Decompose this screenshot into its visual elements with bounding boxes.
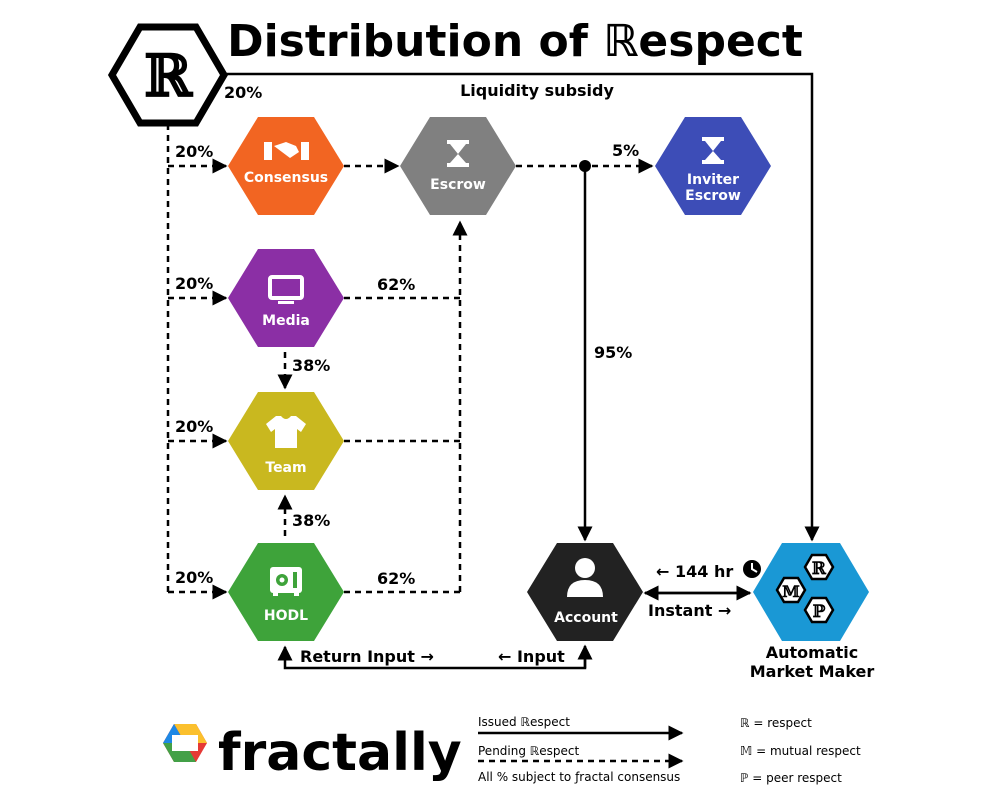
- escrow-label: Escrow: [430, 177, 486, 193]
- team-node: Team: [228, 392, 344, 490]
- legend-m-key: 𝕄 = mutual respect: [740, 744, 861, 758]
- inviter-escrow-node: Inviter Escrow: [655, 117, 771, 215]
- legend-p-key: ℙ = peer respect: [740, 771, 842, 785]
- amm-label-2: Market Maker: [750, 662, 875, 681]
- clock-icon: [743, 560, 761, 578]
- page-title: Distribution of ℝespect: [227, 16, 803, 67]
- amm-label-1: Automatic: [766, 643, 859, 662]
- legend-r-key: ℝ = respect: [740, 716, 812, 730]
- amm-m-glyph: 𝕄: [782, 582, 800, 601]
- consensus-label: Consensus: [244, 170, 328, 186]
- brand-name: fractally: [218, 723, 462, 783]
- tshirt-icon: [266, 416, 306, 448]
- consensus-node: Consensus: [228, 117, 344, 215]
- label-input: ← Input: [498, 647, 565, 666]
- team-label: Team: [265, 460, 306, 476]
- hourglass-icon: [447, 140, 469, 167]
- solid-edges: [224, 72, 820, 670]
- monitor-icon: [268, 275, 304, 304]
- inviter-label-1: Inviter: [687, 172, 739, 188]
- safe-icon: [270, 567, 302, 596]
- dashed-edges: [166, 124, 654, 600]
- inviter-label-2: Escrow: [685, 188, 741, 204]
- media-label: Media: [262, 313, 310, 329]
- hodl-node: HODL: [228, 543, 344, 641]
- liquidity-subsidy-edge: [224, 72, 820, 542]
- label-team-20: 20%: [175, 417, 213, 436]
- label-144-hr: ← 144 hr: [656, 562, 733, 581]
- label-hodl-62: 62%: [377, 569, 415, 588]
- user-icon: [567, 558, 603, 597]
- legend-issued: Issued ℝespect: [478, 715, 570, 729]
- fractally-logo: [163, 724, 207, 762]
- respect-glyph: ℝ: [144, 42, 194, 110]
- amm-p-glyph: ℙ: [813, 602, 826, 622]
- amm-node: ℝ 𝕄 ℙ Automatic Market Maker: [750, 543, 875, 681]
- escrow-node: Escrow: [400, 117, 516, 215]
- handshake-icon: [264, 142, 309, 160]
- hodl-label: HODL: [264, 608, 308, 624]
- junction-dot: [579, 160, 591, 172]
- label-account-95: 95%: [594, 343, 632, 362]
- account-node: Account: [527, 543, 643, 641]
- label-hodl-team-38: 38%: [292, 511, 330, 530]
- label-return-input: Return Input →: [300, 647, 434, 666]
- label-media-62: 62%: [377, 275, 415, 294]
- label-media-20: 20%: [175, 274, 213, 293]
- label-top-20: 20%: [224, 83, 262, 102]
- legend: Issued ℝespect Pending ℝespect All % sub…: [478, 715, 861, 785]
- account-label: Account: [554, 610, 618, 626]
- label-hodl-20: 20%: [175, 568, 213, 587]
- amm-mini-hexes: [775, 553, 835, 624]
- hourglass-icon: [702, 137, 724, 164]
- label-instant: Instant →: [648, 601, 731, 620]
- label-media-team-38: 38%: [292, 356, 330, 375]
- legend-pending: Pending ℝespect: [478, 744, 580, 758]
- amm-r-glyph: ℝ: [812, 559, 827, 579]
- label-consensus-20: 20%: [175, 142, 213, 161]
- label-liquidity-subsidy: Liquidity subsidy: [460, 81, 614, 100]
- media-node: Media: [228, 249, 344, 347]
- label-inviter-5: 5%: [612, 141, 639, 160]
- respect-source-node: ℝ: [107, 23, 229, 127]
- legend-note: All % subject to ƒractal consensus: [478, 770, 680, 784]
